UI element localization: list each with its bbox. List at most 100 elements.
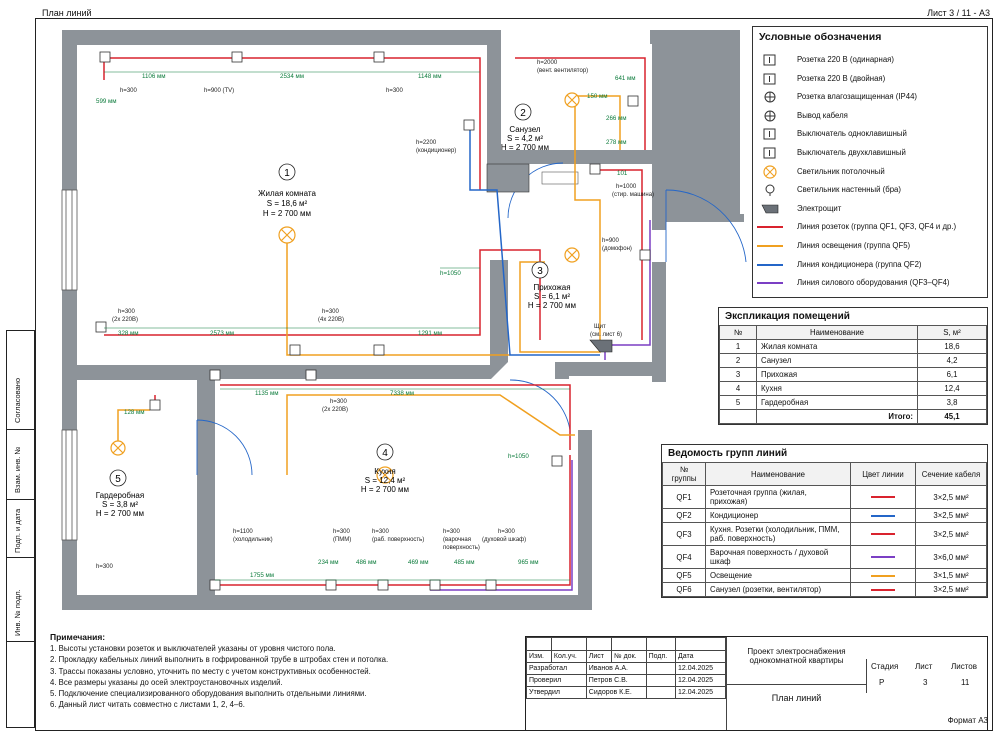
explication-cell: 2 (719, 353, 757, 368)
stamp-date: 12.04.2025 (675, 674, 726, 687)
group-section: 3×2,5 мм² (915, 485, 987, 509)
room-labels: 1 Жилая комната S = 18,6 м² H = 2 700 мм… (96, 103, 576, 518)
ceiling-light-icon (757, 164, 783, 179)
ceiling-light-icon (564, 92, 580, 108)
explication-header: S, м² (917, 325, 987, 340)
legend-item: Линия кондиционера (группа QF2) (753, 256, 987, 274)
note-item: 5. Подключение специализированного обору… (50, 689, 367, 699)
windows (61, 189, 78, 541)
explication-total-value: 45,1 (917, 409, 987, 424)
socket-icon (149, 399, 161, 411)
svg-text:(кондиционер): (кондиционер) (416, 148, 456, 154)
svg-text:2573 мм: 2573 мм (210, 330, 234, 337)
legend-line-swatch (757, 276, 783, 290)
note-item: 1. Высоты установки розеток и выключател… (50, 644, 336, 654)
stamp-role: Утвердил (526, 686, 587, 699)
group-name: Освещение (705, 568, 851, 583)
svg-text:485 мм: 485 мм (454, 559, 475, 566)
svg-text:h=900 (TV): h=900 (TV) (204, 88, 234, 94)
svg-text:(стир. машина): (стир. машина) (612, 192, 654, 198)
svg-text:(ПММ): (ПММ) (333, 537, 351, 543)
svg-text:641 мм: 641 мм (615, 75, 636, 82)
svg-text:(холодильник): (холодильник) (233, 537, 273, 543)
svg-text:h=300: h=300 (333, 529, 351, 535)
socket-icon (289, 344, 301, 356)
legend-item: Розетка влагозащищенная (IP44) (753, 88, 987, 106)
svg-text:h=900: h=900 (602, 238, 620, 244)
groups-header: Сечение кабеля (915, 462, 987, 486)
svg-text:H = 2 700 мм: H = 2 700 мм (501, 143, 549, 152)
svg-text:128 мм: 128 мм (124, 409, 145, 416)
legend-item: Линия силового оборудования (QF3–QF4) (753, 274, 987, 292)
explication-cell: 4,2 (917, 353, 987, 368)
svg-text:h=1000: h=1000 (616, 184, 637, 190)
legend-title: Условные обозначения (759, 31, 882, 43)
svg-text:h=300: h=300 (96, 564, 114, 570)
socket-icon (485, 579, 497, 591)
stamp-col: № док. (611, 650, 647, 663)
legend-item: Светильник потолочный (753, 163, 987, 181)
svg-text:S = 6,1 м²: S = 6,1 м² (534, 292, 570, 301)
stamp-role: Проверил (526, 674, 587, 687)
svg-text:1: 1 (284, 168, 290, 179)
note-item: 6. Данный лист читать совместно с листам… (50, 700, 245, 710)
legend-item: Электрощит (753, 200, 987, 218)
svg-text:Кухня: Кухня (374, 467, 395, 476)
stamp-sheet-name: План линий (726, 685, 866, 730)
svg-text:Санузел: Санузел (509, 125, 540, 134)
svg-text:469 мм: 469 мм (408, 559, 429, 566)
group-id: QF5 (662, 568, 706, 583)
group-name: Кондиционер (705, 508, 851, 523)
svg-text:(2х 220В): (2х 220В) (322, 407, 348, 413)
legend-item: Выключатель двухклавишный (753, 144, 987, 162)
svg-text:1106 мм: 1106 мм (142, 73, 166, 80)
svg-text:1135 мм: 1135 мм (255, 390, 279, 397)
group-section: 3×2,5 мм² (915, 508, 987, 523)
socket-icon (429, 579, 441, 591)
sockets (95, 51, 651, 591)
socket-icon (373, 344, 385, 356)
ceiling-light-icon (110, 440, 126, 456)
svg-text:(вент. вентилятор): (вент. вентилятор) (537, 68, 588, 74)
socket-icon (589, 163, 601, 175)
legend-item-label: Линия силового оборудования (QF3–QF4) (797, 278, 950, 288)
notes-block: Примечания: 1. Высоты установки розеток … (50, 632, 530, 710)
legend-item: Розетка 220 В (одинарная) (753, 51, 987, 69)
svg-text:(2х 220В): (2х 220В) (112, 317, 138, 323)
legend-item-label: Выключатель двухклавишный (797, 148, 906, 157)
group-color-swatch (850, 522, 916, 546)
stamp-col: Кол.уч. (550, 650, 587, 663)
stamp-signatures: Изм. Кол.уч. Лист № док. Подп. Дата Разр… (526, 637, 726, 699)
legend-item-label: Электрощит (797, 203, 842, 213)
stamp-name: Петров С.В. (585, 674, 647, 687)
legend-item-label: Линия кондиционера (группа QF2) (797, 259, 922, 269)
groups-table: № группы Наименование Цвет линии Сечение… (662, 462, 987, 597)
stamp-stage: Р (879, 678, 885, 687)
svg-text:2534 мм: 2534 мм (280, 73, 304, 80)
explication-cell: 3 (719, 367, 757, 382)
svg-text:1291 мм: 1291 мм (418, 330, 442, 337)
socket-double-icon (757, 72, 783, 86)
svg-text:h=2200: h=2200 (416, 140, 437, 146)
switch-single-icon (757, 127, 783, 141)
socket-single-icon (757, 53, 783, 67)
legend-item-label: Выключатель одноклавишный (797, 129, 907, 139)
socket-ip44-icon (757, 90, 783, 104)
dimension-lines (104, 71, 570, 581)
explication-cell: 18,6 (917, 339, 987, 354)
height-labels: h=300 h=900 (TV) h=300 h=2200 (кондицион… (96, 60, 654, 570)
stamp-stage-header: Стадия (871, 662, 899, 671)
svg-text:h=300: h=300 (330, 399, 348, 405)
group-id: QF2 (662, 508, 706, 523)
svg-text:S = 4,2 м²: S = 4,2 м² (507, 134, 543, 143)
svg-text:(домофон): (домофон) (602, 246, 632, 252)
svg-text:599 мм: 599 мм (96, 98, 117, 105)
groups-header: № группы (662, 462, 706, 486)
explication-cell: 12,4 (917, 381, 987, 396)
